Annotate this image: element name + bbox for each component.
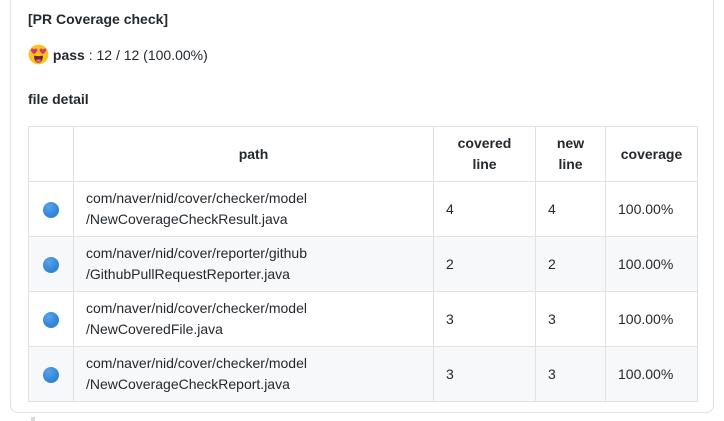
covered-line-value: 3: [433, 346, 536, 402]
blue-circle-icon: [43, 201, 59, 218]
coverage-value: 100.00%: [605, 346, 698, 402]
new-line-value: 4: [535, 181, 606, 237]
col-header-coverage: coverage: [605, 126, 698, 182]
col-header-new-line: new line: [535, 126, 606, 182]
col-header-covered-line: covered line: [433, 126, 536, 182]
covered-line-value: 2: [433, 236, 536, 292]
new-line-value: 3: [535, 346, 606, 402]
heart-eyes-emoji-icon: [28, 44, 49, 65]
file-path-line1: com/naver/nid/cover/reporter/github: [86, 245, 307, 261]
file-detail-heading: file detail: [28, 91, 89, 107]
coverage-value: 100.00%: [605, 181, 698, 237]
table-row: com/naver/nid/cover/checker/model /NewCo…: [28, 181, 698, 237]
file-status-cell: [28, 291, 74, 347]
file-path-line1: com/naver/nid/cover/checker/model: [86, 300, 307, 316]
col-header-path: path: [73, 126, 434, 182]
comment-title: [PR Coverage check]: [28, 9, 698, 30]
file-path-line2: /NewCoveredFile.java: [86, 321, 223, 337]
table-row: com/naver/nid/cover/checker/model /NewCo…: [28, 291, 698, 347]
table-row: com/naver/nid/cover/reporter/github /Git…: [28, 236, 698, 292]
new-line-value: 2: [535, 236, 606, 292]
new-line-value: 3: [535, 291, 606, 347]
file-path-cell: com/naver/nid/cover/checker/model /NewCo…: [73, 291, 434, 347]
file-path-line1: com/naver/nid/cover/checker/model: [86, 355, 307, 371]
file-path-line2: /NewCoverageCheckReport.java: [86, 376, 290, 392]
coverage-table: path covered line new line coverage com/…: [28, 126, 698, 402]
file-path-cell: com/naver/nid/cover/reporter/github /Git…: [73, 236, 434, 292]
timeline-line-stub: [31, 417, 35, 421]
status-label: pass: [52, 47, 85, 63]
table-row: com/naver/nid/cover/checker/model /NewCo…: [28, 346, 698, 402]
blue-circle-icon: [43, 311, 59, 328]
coverage-value: 100.00%: [605, 291, 698, 347]
file-path-line1: com/naver/nid/cover/checker/model: [86, 190, 307, 206]
file-path-cell: com/naver/nid/cover/checker/model /NewCo…: [73, 346, 434, 402]
file-path-line2: /NewCoverageCheckResult.java: [86, 211, 288, 227]
col-header-icon: [28, 126, 74, 182]
status-detail: : 12 / 12 (100.00%): [88, 47, 208, 63]
file-path-cell: com/naver/nid/cover/checker/model /NewCo…: [73, 181, 434, 237]
blue-circle-icon: [43, 366, 59, 383]
comment-title-text: [PR Coverage check]: [28, 11, 169, 27]
status-line: pass : 12 / 12 (100.00%): [28, 44, 698, 66]
covered-line-value: 4: [433, 181, 536, 237]
file-status-cell: [28, 181, 74, 237]
covered-line-value: 3: [433, 291, 536, 347]
coverage-value: 100.00%: [605, 236, 698, 292]
file-status-cell: [28, 346, 74, 402]
file-status-cell: [28, 236, 74, 292]
blue-circle-icon: [43, 256, 59, 273]
file-path-line2: /GithubPullRequestReporter.java: [86, 266, 290, 282]
pr-coverage-comment-card: [PR Coverage check] pass : 12 / 12 (100.…: [10, 0, 714, 413]
table-header-row: path covered line new line coverage: [28, 126, 698, 182]
